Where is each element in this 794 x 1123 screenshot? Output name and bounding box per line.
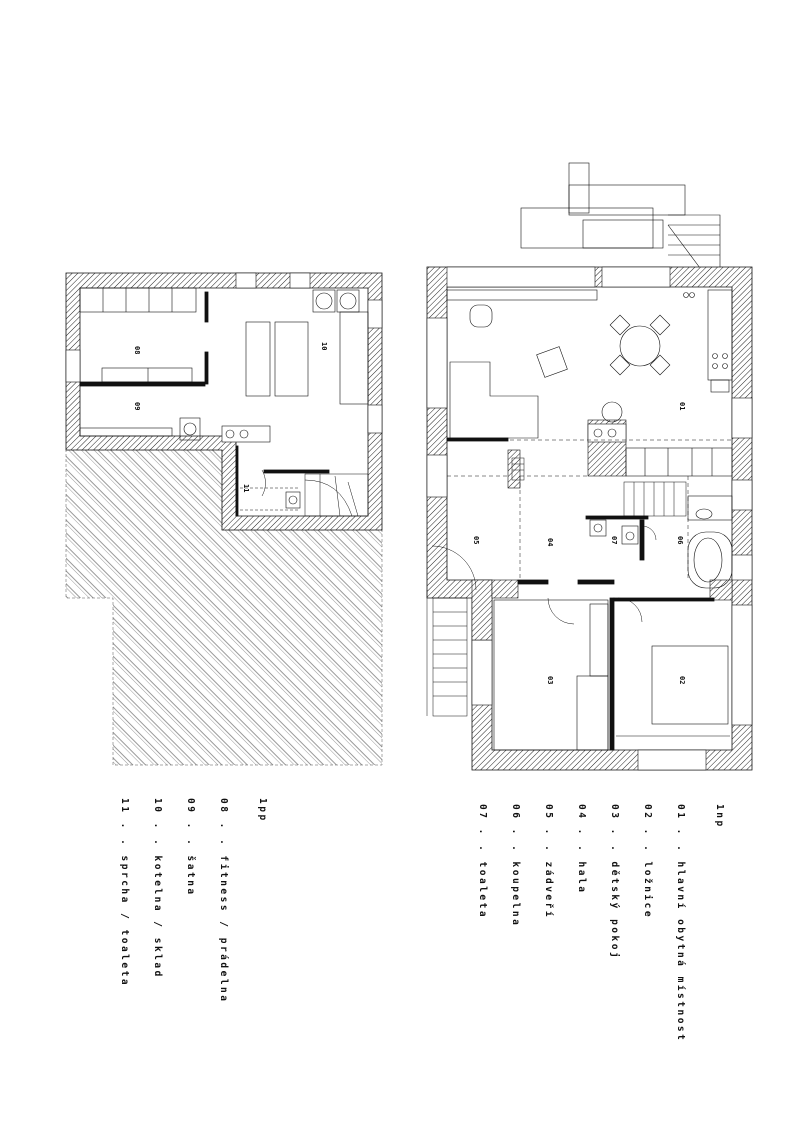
basement-plan bbox=[65, 272, 383, 766]
legend-item: 02 . . ložnice bbox=[642, 804, 653, 920]
legend-item: 06 . . koupelna bbox=[510, 804, 521, 928]
legend-item: 11 . . sprcha / toaleta bbox=[119, 798, 130, 988]
legend-item: 04 . . hala bbox=[576, 804, 587, 895]
basement-legend-header: 1pp bbox=[257, 798, 268, 823]
legend-item: 09 . . šatna bbox=[185, 798, 196, 897]
room-label-03: 03 bbox=[546, 676, 554, 684]
ground-floor-legend: 1np 01 . . hlavní obytná místnost 02 . .… bbox=[466, 804, 747, 1042]
legend-item: 03 . . dětský pokoj bbox=[609, 804, 620, 961]
room-label-07: 07 bbox=[610, 536, 618, 544]
legend-item: 05 . . zádveří bbox=[543, 804, 554, 920]
room-label-05: 05 bbox=[472, 536, 480, 544]
room-label-02: 02 bbox=[678, 676, 686, 684]
room-label-09: 09 bbox=[133, 402, 141, 410]
room-label-11: 11 bbox=[242, 484, 250, 492]
legend-item: 01 . . hlavní obytná místnost bbox=[675, 804, 686, 1043]
legend-item: 10 . . kotelna / sklad bbox=[152, 798, 163, 979]
room-label-group: 08 09 10 11 01 02 03 04 05 06 07 bbox=[133, 342, 686, 684]
basement-legend: 1pp 08 . . fitness / prádelna 09 . . šat… bbox=[108, 798, 290, 1004]
ground-floor-legend-header: 1np bbox=[714, 804, 725, 829]
room-label-08: 08 bbox=[133, 346, 141, 354]
room-label-10: 10 bbox=[320, 342, 328, 350]
legend-item: 08 . . fitness / prádelna bbox=[218, 798, 229, 1004]
room-label-04: 04 bbox=[546, 538, 554, 546]
legend-item: 07 . . toaleta bbox=[477, 804, 488, 920]
room-label-06: 06 bbox=[676, 536, 684, 544]
ground-floor-plan bbox=[426, 162, 753, 771]
room-label-01: 01 bbox=[678, 402, 686, 410]
